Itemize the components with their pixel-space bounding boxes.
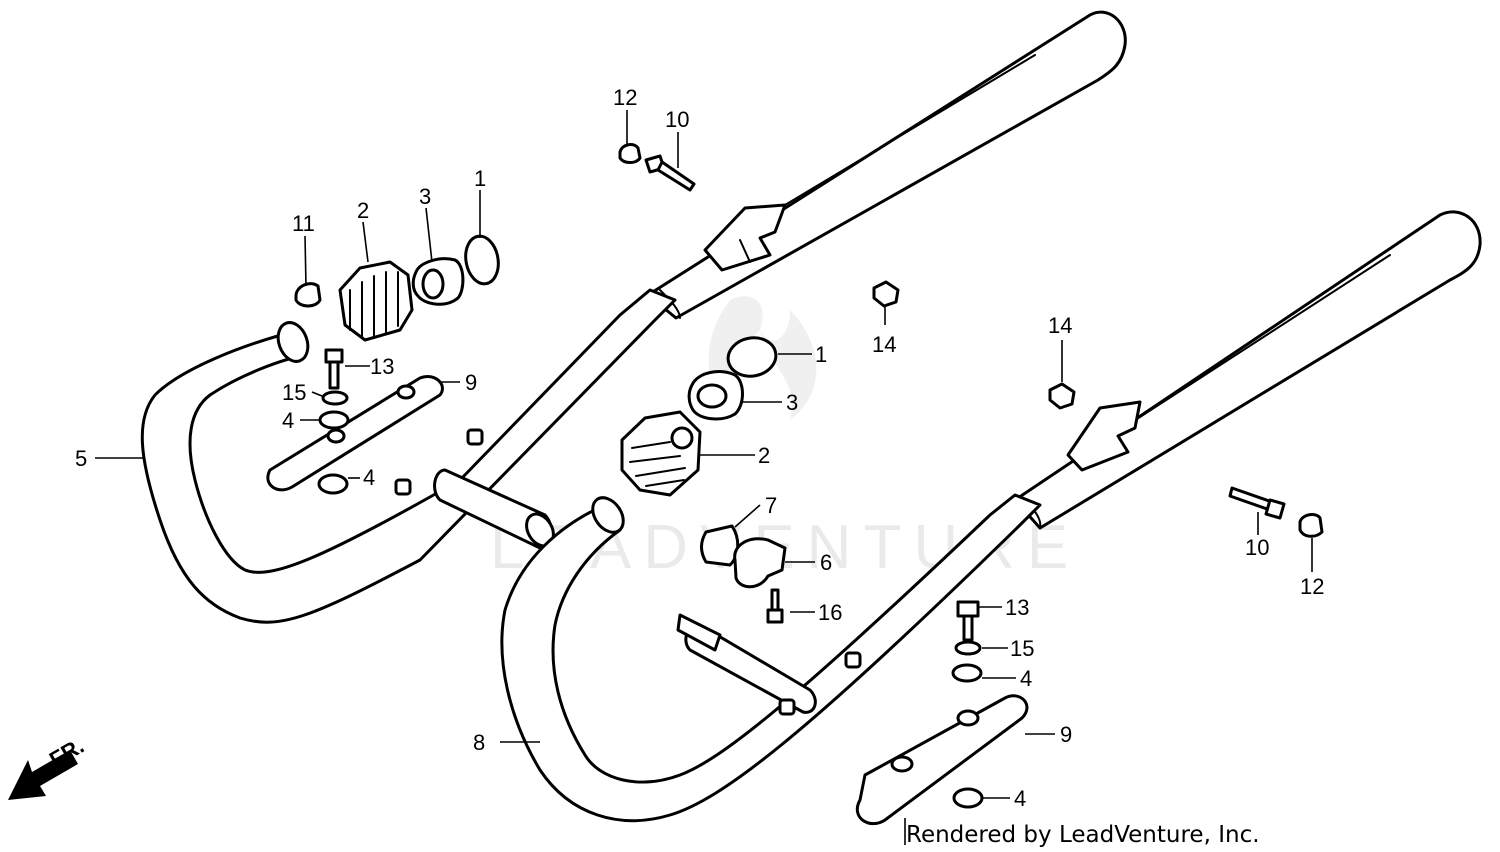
callout-11: 11	[292, 211, 315, 236]
callout-2: 2	[758, 443, 770, 468]
callout-7: 7	[765, 493, 777, 518]
callout-6: 6	[820, 550, 832, 575]
cap-nut[interactable]	[294, 282, 322, 308]
pipe-stud	[394, 478, 412, 496]
front-arrow-icon	[8, 750, 78, 800]
cap-nut[interactable]	[618, 143, 642, 164]
joint-nut[interactable]	[338, 260, 414, 342]
callout-16: 16	[818, 600, 842, 625]
left-muffler-assembly	[140, 10, 1127, 624]
front-direction-indicator: FR.	[8, 733, 88, 800]
left-muffler-body[interactable]	[646, 10, 1127, 320]
callout-4: 4	[282, 408, 294, 433]
hex-nut[interactable]	[1048, 382, 1076, 410]
bolt[interactable]	[956, 600, 980, 642]
callout-10: 10	[665, 107, 689, 132]
callout-14: 14	[872, 332, 896, 357]
washer[interactable]	[954, 640, 982, 656]
callout-15: 15	[282, 380, 306, 405]
callout-10: 10	[1245, 535, 1269, 560]
joint-nut[interactable]	[620, 410, 702, 497]
callout-9: 9	[1060, 722, 1072, 747]
callout-15: 15	[1010, 636, 1034, 661]
exhaust-pipe-right[interactable]	[500, 493, 1042, 823]
right-muffler-assembly	[500, 210, 1482, 826]
callout-4: 4	[1020, 666, 1032, 691]
callout-13: 13	[1005, 595, 1029, 620]
pipe-clamp[interactable]	[733, 537, 787, 589]
bolt[interactable]	[766, 588, 784, 624]
callout-4: 4	[1014, 786, 1026, 811]
callout-labels: 12 10 1 3 2 11 13 15 4 9 5 4 1 3 2 7 6 1…	[75, 85, 1324, 811]
bolt[interactable]	[1228, 486, 1286, 520]
right-muffler-bracket	[1066, 400, 1142, 472]
right-pipe-inlet	[591, 496, 625, 534]
left-pipe-inlet	[276, 321, 310, 363]
grommet[interactable]	[318, 410, 350, 430]
callout-12: 12	[613, 85, 637, 110]
heat-shield-left[interactable]	[266, 375, 444, 492]
callout-3: 3	[786, 390, 798, 415]
gasket-ring[interactable]	[462, 234, 502, 287]
callout-12: 12	[1300, 574, 1324, 599]
left-muffler-bracket	[703, 203, 787, 272]
cap-nut[interactable]	[1298, 513, 1324, 538]
bolt[interactable]	[644, 154, 696, 192]
grommet[interactable]	[951, 663, 983, 683]
small-parts	[294, 143, 1324, 809]
callout-13: 13	[370, 354, 394, 379]
heat-shield-right[interactable]	[856, 694, 1029, 826]
callout-1: 1	[815, 342, 827, 367]
grommet[interactable]	[317, 473, 349, 495]
callout-2: 2	[357, 198, 369, 223]
render-credit: Rendered by LeadVenture, Inc.	[906, 822, 1260, 848]
callout-14: 14	[1048, 313, 1072, 338]
callout-1: 1	[474, 166, 486, 191]
pipe-stud	[466, 428, 484, 446]
sleeve[interactable]	[700, 524, 740, 567]
callout-5: 5	[75, 446, 87, 471]
callout-3: 3	[419, 184, 431, 209]
callout-4: 4	[363, 465, 375, 490]
bolt[interactable]	[324, 348, 344, 390]
callout-8: 8	[473, 730, 485, 755]
leader-lines	[95, 110, 1313, 845]
callout-9: 9	[465, 370, 477, 395]
exhaust-pipe-left[interactable]	[140, 288, 677, 624]
hex-nut[interactable]	[872, 280, 900, 308]
washer[interactable]	[321, 390, 349, 406]
grommet[interactable]	[952, 787, 984, 809]
right-muffler-body[interactable]	[1013, 210, 1482, 530]
gasket-ring[interactable]	[725, 334, 779, 380]
